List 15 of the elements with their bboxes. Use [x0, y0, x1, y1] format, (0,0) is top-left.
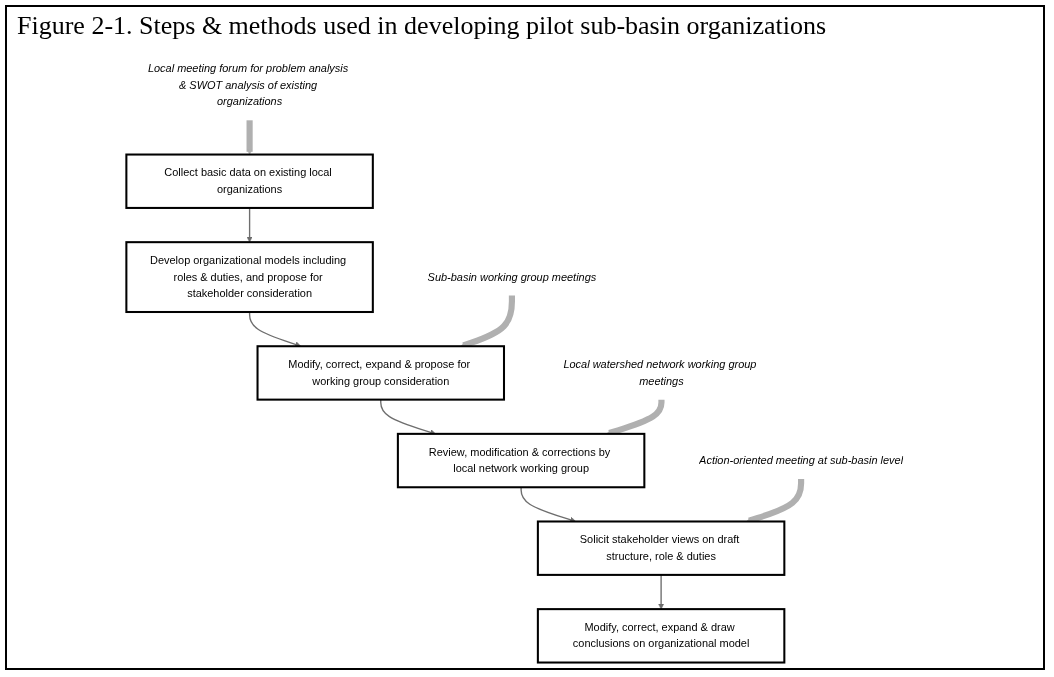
node-text: Sub-basin working group meetings	[427, 270, 597, 283]
arrow	[658, 574, 665, 610]
node-box: Develop organizational models including roles & duties, and propose for stakeholder consideration	[125, 241, 374, 314]
node-box: Collect basic data on existing local organizations	[125, 153, 374, 209]
arrow	[246, 120, 253, 155]
node-box: Modify, correct, expand & propose for working group consideration	[256, 345, 505, 401]
arrow	[606, 399, 665, 436]
node-text: Local watershed network working group meetings	[563, 358, 757, 387]
arrow	[246, 207, 253, 243]
node-text: Action-oriented meeting at sub-basin level	[699, 454, 904, 467]
node-box: Review, modification & corrections by local network working group	[396, 432, 646, 489]
node-box: Solicit stakeholder views on draft structure, role & duties	[536, 520, 786, 576]
node-text: Local meeting forum for problem analysis & SWOT analysis of existing organizations	[147, 62, 349, 108]
node-box: Modify, correct, expand & draw conclusions on organizational model	[536, 608, 786, 664]
figure-title: Figure 2-1. Steps & methods used in developing pilot sub-basin organizations	[16, 10, 828, 42]
